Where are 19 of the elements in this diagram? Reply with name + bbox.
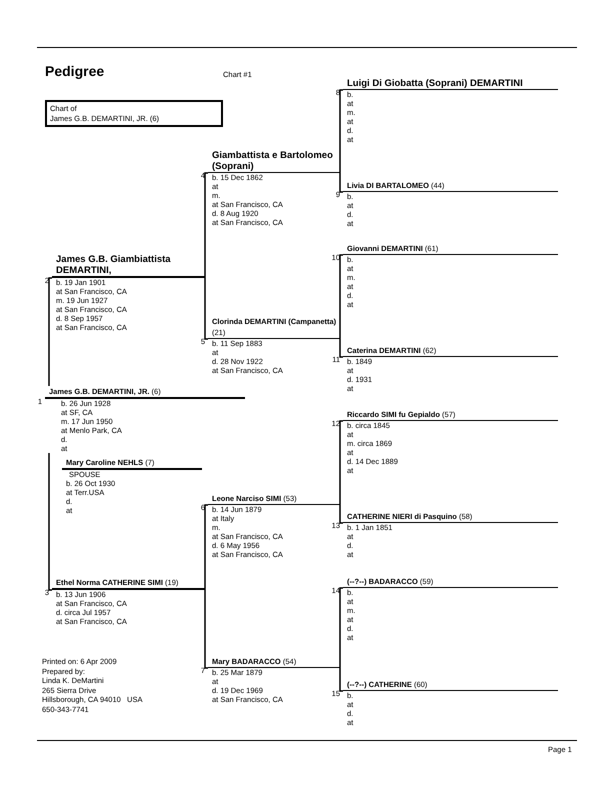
person-name: Giambattista e Bartolomeo (Soprani) bbox=[208, 150, 340, 173]
connector-line bbox=[339, 173, 343, 193]
connector-line bbox=[204, 590, 208, 669]
connector-line bbox=[204, 278, 208, 340]
connector-line bbox=[339, 89, 343, 173]
connector-line bbox=[339, 420, 343, 505]
connector-line bbox=[204, 172, 208, 278]
page-title: Pedigree bbox=[45, 63, 104, 79]
connector-line bbox=[48, 453, 52, 591]
connector-line bbox=[339, 254, 343, 339]
connector-line bbox=[339, 668, 343, 692]
connector-line bbox=[339, 505, 343, 524]
connector-line bbox=[339, 587, 343, 668]
person-name: James G.B. Giambiattista DEMARTINI, bbox=[52, 254, 205, 278]
connector-line bbox=[48, 277, 52, 386]
person-name: Luigi Di Giobatta (Soprani) DEMARTINI bbox=[343, 78, 558, 90]
connector-line bbox=[204, 504, 208, 590]
chart-info-box bbox=[45, 100, 223, 127]
connector-line bbox=[339, 339, 343, 358]
